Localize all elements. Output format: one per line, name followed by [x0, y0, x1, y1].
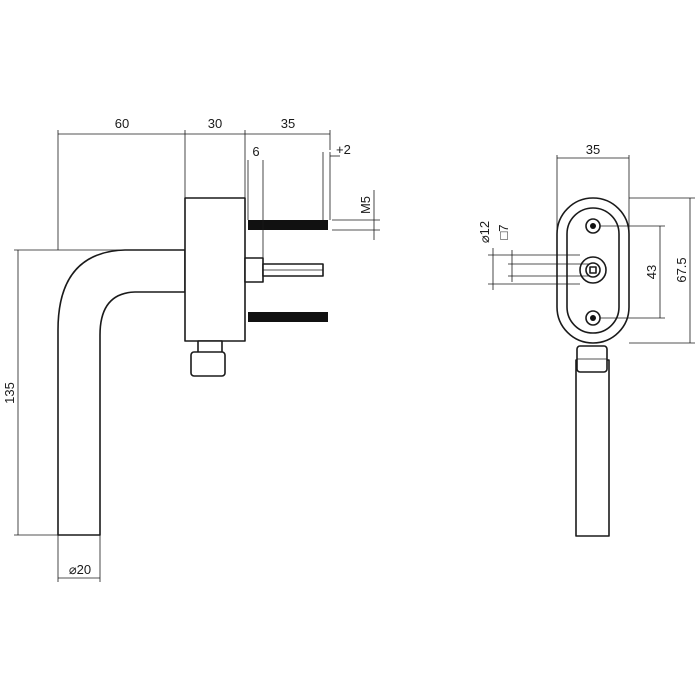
dim-60-label: 60 — [115, 116, 129, 131]
dim-m5-label: M5 — [358, 196, 373, 214]
dim-35-label: 35 — [281, 116, 295, 131]
rosette-block — [184, 197, 246, 342]
dim-6-label: 6 — [252, 144, 259, 159]
spindle-collar — [244, 257, 264, 283]
dim-30-label: 30 — [208, 116, 222, 131]
fixing-bolt-lower — [248, 312, 328, 322]
dim-d20-label: ⌀20 — [69, 562, 91, 577]
front-handle-shank — [575, 359, 610, 537]
fixing-bolt-upper — [248, 220, 328, 230]
dim-plus2-label: +2 — [336, 142, 351, 157]
dim-43-label: 43 — [644, 265, 659, 279]
dim-sq7-label: □7 — [496, 224, 511, 239]
front-view: 35 ⌀12 □7 43 67.5 — [477, 142, 695, 537]
dim-35-front-label: 35 — [586, 142, 600, 157]
side-view: 60 30 35 6 +2 M5 135 ⌀20 — [2, 116, 380, 582]
lock-button — [190, 351, 226, 377]
dim-d12-label: ⌀12 — [477, 221, 492, 243]
dim-67-5-label: 67.5 — [674, 257, 689, 282]
handle-lever — [57, 249, 186, 536]
dim-135-label: 135 — [2, 382, 17, 404]
spindle-square — [589, 266, 597, 274]
